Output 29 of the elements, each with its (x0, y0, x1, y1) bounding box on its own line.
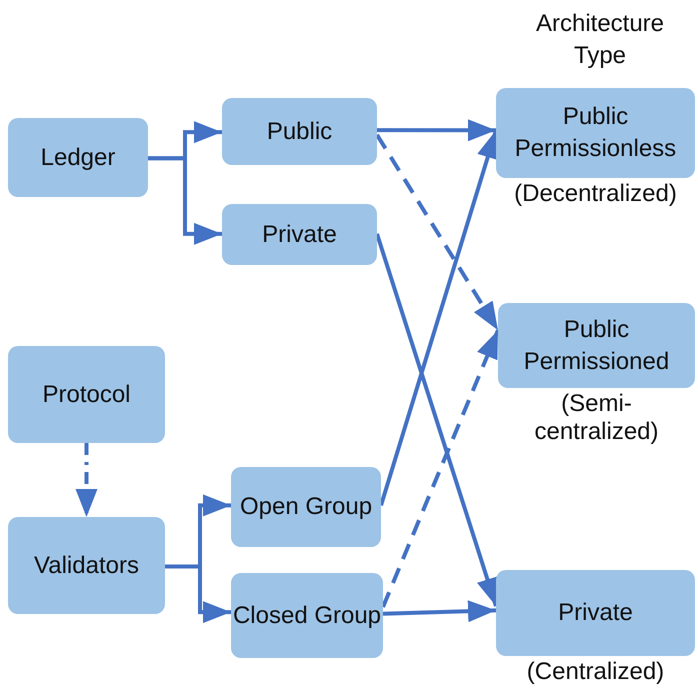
node-label: Protocol (42, 380, 131, 410)
node-label: Open Group (240, 492, 372, 522)
process-box (222, 204, 377, 265)
arrow (375, 134, 500, 332)
process-box (8, 517, 165, 614)
node-caption: (Semi- centralized) (533, 390, 660, 446)
process-box (8, 118, 148, 197)
node-label: Closed Group (232, 600, 382, 630)
arrow (379, 130, 498, 506)
arrow (375, 233, 498, 607)
node-label: Public (266, 116, 332, 146)
process-box (231, 573, 383, 658)
process-box (222, 98, 377, 165)
arrow (382, 600, 496, 622)
arrow (76, 443, 98, 517)
node-caption: (Decentralized) (513, 180, 678, 208)
node-label: Private (558, 598, 633, 628)
process-box (231, 467, 381, 547)
arrow (148, 156, 222, 245)
process-box (8, 346, 165, 443)
column-heading: Architecture Type (534, 9, 666, 71)
node-label: Ledger (40, 142, 116, 172)
node-label: Validators (34, 550, 139, 580)
node-caption: (Centralized) (526, 658, 666, 686)
node-label: Public Permissioned (522, 314, 670, 376)
arrow (381, 329, 500, 608)
node-label: Public Permissionless (514, 102, 678, 164)
arrow (377, 119, 496, 142)
node-label: Private (262, 220, 337, 250)
